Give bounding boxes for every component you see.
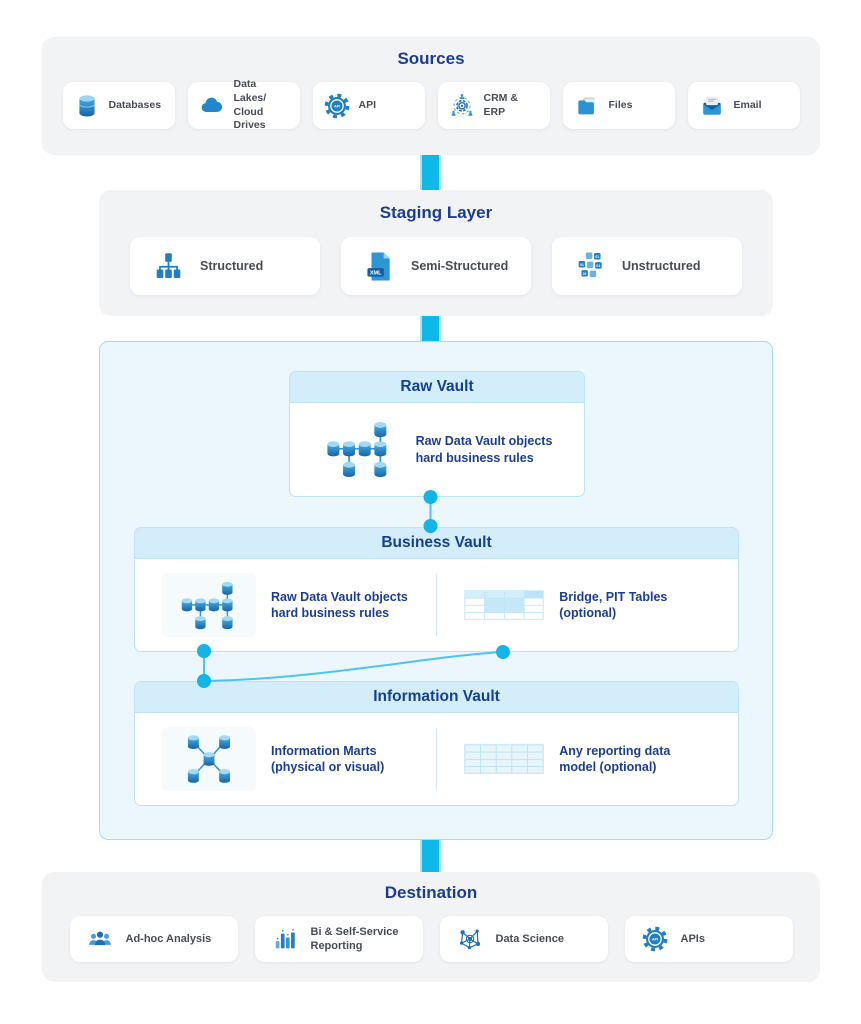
information-vault-card[interactable]: Information Vault Information Marts (phy… bbox=[134, 681, 739, 806]
staging-layer-section: Staging Layer Structured Semi-Structured… bbox=[99, 190, 773, 316]
destination-card-bi-reporting[interactable]: Bi & Self-Service Reporting bbox=[254, 916, 423, 962]
bridge-pit-table-icon bbox=[464, 590, 544, 620]
source-card-label: API bbox=[358, 98, 377, 111]
destination-card-apis[interactable]: APIs bbox=[624, 916, 793, 962]
source-card-files[interactable]: Files bbox=[562, 82, 675, 129]
information-vault-left: Information Marts (physical or visual) bbox=[135, 727, 436, 791]
business-vault-title: Business Vault bbox=[381, 534, 492, 551]
email-icon bbox=[699, 93, 725, 119]
data-vault-model-icon bbox=[322, 421, 396, 478]
staging-card-label: Unstructured bbox=[622, 259, 701, 273]
staging-card-label: Structured bbox=[200, 259, 264, 273]
source-card-label: Email bbox=[733, 98, 762, 111]
vertical-divider bbox=[435, 574, 438, 636]
binary-blocks-icon bbox=[574, 250, 607, 283]
information-vault-left-description: Information Marts (physical or visual) bbox=[271, 743, 385, 774]
business-vault-left-description: Raw Data Vault objects hard business rul… bbox=[271, 589, 408, 620]
business-vault-right: Bridge, PIT Tables (optional) bbox=[437, 589, 738, 622]
data-vault-model-icon-box bbox=[162, 573, 256, 637]
information-vault-right: Any reporting data model (optional) bbox=[437, 743, 738, 776]
source-card-label: Data Lakes/ Cloud Drives bbox=[233, 78, 267, 132]
flow-bar-vault-destination bbox=[420, 838, 441, 874]
staging-cards: Structured Semi-Structured Unstructured bbox=[99, 237, 773, 295]
sources-section: Sources Databases Data Lakes/ Cloud Driv… bbox=[42, 37, 820, 155]
hierarchy-icon bbox=[152, 250, 185, 283]
destination-section: Destination Ad-hoc Analysis Bi & Self-Se… bbox=[42, 872, 820, 982]
destination-title: Destination bbox=[384, 883, 478, 902]
folder-icon bbox=[574, 93, 600, 119]
staging-card-unstructured[interactable]: Unstructured bbox=[552, 237, 742, 295]
source-card-crm-erp[interactable]: CRM & ERP bbox=[437, 82, 550, 129]
vertical-divider bbox=[435, 728, 438, 790]
business-vault-body: Raw Data Vault objects hard business rul… bbox=[135, 559, 738, 651]
api-gear-icon bbox=[642, 926, 668, 952]
destination-card-label: APIs bbox=[680, 932, 705, 945]
source-card-label: Files bbox=[608, 98, 633, 111]
raw-vault-header: Raw Vault bbox=[290, 372, 584, 403]
information-vault-body: Information Marts (physical or visual) A… bbox=[135, 713, 738, 805]
destination-card-label: Ad-hoc Analysis bbox=[125, 932, 212, 945]
raw-vault-body: Raw Data Vault objects hard business rul… bbox=[290, 403, 584, 496]
business-vault-header: Business Vault bbox=[135, 528, 738, 559]
staging-card-semi-structured[interactable]: Semi-Structured bbox=[341, 237, 531, 295]
staging-card-structured[interactable]: Structured bbox=[130, 237, 320, 295]
staging-layer-title: Staging Layer bbox=[379, 203, 493, 222]
people-icon bbox=[87, 926, 113, 952]
data-grid-table-icon bbox=[464, 744, 544, 774]
source-card-email[interactable]: Email bbox=[687, 82, 800, 129]
api-gear-icon bbox=[324, 93, 350, 119]
business-vault-left: Raw Data Vault objects hard business rul… bbox=[135, 573, 436, 637]
data-vault-model-icon bbox=[177, 581, 241, 630]
flow-bar-staging-vault bbox=[420, 313, 441, 343]
source-card-label: CRM & ERP bbox=[483, 91, 518, 118]
bar-chart-icon bbox=[272, 926, 298, 952]
destination-card-data-science[interactable]: Data Science bbox=[439, 916, 608, 962]
source-card-databases[interactable]: Databases bbox=[62, 82, 175, 129]
destination-card-label: Bi & Self-Service Reporting bbox=[310, 925, 399, 952]
raw-vault-description: Raw Data Vault objects hard business rul… bbox=[415, 434, 553, 465]
source-card-api[interactable]: API bbox=[312, 82, 425, 129]
information-marts-icon-box bbox=[162, 727, 256, 791]
destination-card-label: Data Science bbox=[495, 932, 564, 945]
database-icon bbox=[74, 93, 100, 119]
cloud-icon bbox=[199, 93, 225, 119]
destination-cards: Ad-hoc Analysis Bi & Self-Service Report… bbox=[42, 916, 820, 962]
destination-card-adhoc-analysis[interactable]: Ad-hoc Analysis bbox=[69, 916, 238, 962]
business-vault-card[interactable]: Business Vault Raw Data Vault objects ha… bbox=[134, 527, 739, 652]
information-vault-title: Information Vault bbox=[373, 688, 500, 705]
network-nodes-icon bbox=[183, 733, 235, 785]
data-vault-container: Raw Vault Raw Data Vault objects hard bu… bbox=[99, 341, 773, 840]
information-vault-right-description: Any reporting data model (optional) bbox=[559, 743, 671, 774]
sources-cards: Databases Data Lakes/ Cloud Drives API C… bbox=[42, 78, 820, 131]
information-vault-header: Information Vault bbox=[135, 682, 738, 713]
source-card-label: Databases bbox=[108, 98, 162, 111]
business-vault-right-description: Bridge, PIT Tables (optional) bbox=[559, 589, 668, 620]
staging-card-label: Semi-Structured bbox=[411, 259, 509, 273]
flow-bar-sources-staging bbox=[420, 154, 441, 192]
raw-vault-card[interactable]: Raw Vault Raw Data Vault objects hard bu… bbox=[289, 371, 585, 497]
xml-file-icon bbox=[363, 250, 396, 283]
source-card-data-lakes[interactable]: Data Lakes/ Cloud Drives bbox=[187, 78, 300, 131]
raw-vault-title: Raw Vault bbox=[400, 378, 474, 395]
data-science-icon bbox=[457, 926, 483, 952]
crm-erp-icon bbox=[449, 93, 475, 119]
sources-title: Sources bbox=[397, 49, 465, 68]
